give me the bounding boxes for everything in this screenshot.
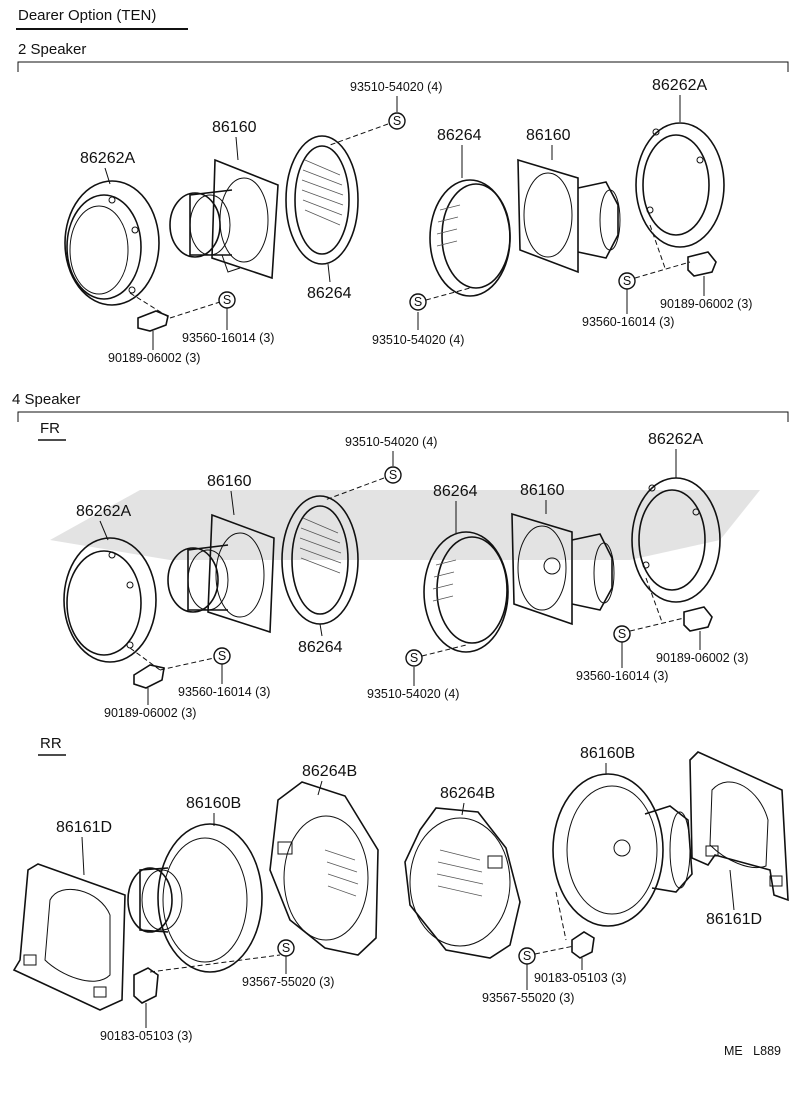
screw-symbol: S bbox=[414, 295, 422, 309]
part-label: 86264 bbox=[437, 127, 482, 144]
screw-icon: S bbox=[618, 272, 636, 290]
part-label: 90189-06002 (3) bbox=[104, 706, 196, 720]
part-label: 93510-54020 (4) bbox=[350, 80, 442, 94]
speaker-grille bbox=[285, 135, 359, 265]
part-label: 86160 bbox=[526, 127, 571, 144]
part-label: 86264B bbox=[302, 763, 357, 780]
mounting-nut bbox=[133, 967, 159, 1004]
section-bracket bbox=[17, 411, 789, 422]
part-label: 86161D bbox=[56, 819, 112, 836]
part-label: 86160 bbox=[212, 119, 257, 136]
part-label: 93560-16014 (3) bbox=[576, 669, 668, 683]
screw-symbol: S bbox=[618, 627, 626, 641]
part-label: 93560-16014 (3) bbox=[178, 685, 270, 699]
mounting-plate bbox=[689, 751, 789, 902]
screw-symbol: S bbox=[223, 293, 231, 307]
part-label: 86262A bbox=[652, 77, 707, 94]
mounting-nut bbox=[133, 664, 165, 689]
screw-symbol: S bbox=[623, 274, 631, 288]
speaker-unit bbox=[511, 512, 615, 626]
screw-icon: S bbox=[277, 939, 295, 957]
section-bracket bbox=[17, 61, 789, 72]
speaker-unit bbox=[127, 823, 263, 973]
part-label: 93510-54020 (4) bbox=[345, 435, 437, 449]
part-label: 90189-06002 (3) bbox=[108, 351, 200, 365]
part-label: 93567-55020 (3) bbox=[482, 991, 574, 1005]
mounting-nut bbox=[137, 310, 169, 332]
screw-icon: S bbox=[409, 293, 427, 311]
screw-symbol: S bbox=[389, 468, 397, 482]
part-label: 86160B bbox=[580, 745, 635, 762]
part-label: 86262A bbox=[648, 431, 703, 448]
subsection-rr: RR bbox=[40, 735, 62, 752]
mounting-plate bbox=[12, 863, 126, 1011]
part-label: 86264 bbox=[307, 285, 352, 302]
speaker-bracket bbox=[63, 537, 157, 663]
speaker-unit bbox=[169, 158, 279, 280]
part-label: 86264B bbox=[440, 785, 495, 802]
screw-icon: S bbox=[613, 625, 631, 643]
screw-symbol: S bbox=[410, 651, 418, 665]
screw-symbol: S bbox=[282, 941, 290, 955]
speaker-unit bbox=[552, 773, 693, 927]
section-two-speaker: 2 Speaker bbox=[18, 41, 86, 58]
part-label: 86160 bbox=[207, 473, 252, 490]
speaker-grille bbox=[429, 179, 511, 297]
part-label: 86264 bbox=[298, 639, 343, 656]
screw-symbol: S bbox=[393, 114, 401, 128]
screw-icon: S bbox=[384, 466, 402, 484]
page-title: Dearer Option (TEN) bbox=[18, 7, 156, 24]
part-label: 86160 bbox=[520, 482, 565, 499]
screw-symbol: S bbox=[218, 649, 226, 663]
part-label: 90189-06002 (3) bbox=[656, 651, 748, 665]
diagram-code: ME L889 bbox=[724, 1044, 781, 1058]
speaker-unit bbox=[167, 513, 275, 634]
part-label: 86160B bbox=[186, 795, 241, 812]
screw-icon: S bbox=[218, 291, 236, 309]
screw-icon: S bbox=[213, 647, 231, 665]
part-label: 93510-54020 (4) bbox=[367, 687, 459, 701]
subsection-fr: FR bbox=[40, 420, 60, 437]
mounting-nut bbox=[687, 251, 717, 277]
speaker-bracket bbox=[635, 122, 725, 248]
speaker-cover bbox=[269, 781, 379, 956]
watermark-logo bbox=[50, 490, 760, 560]
part-label: 93560-16014 (3) bbox=[582, 315, 674, 329]
part-label: 86264 bbox=[433, 483, 478, 500]
speaker-cover bbox=[404, 807, 521, 959]
part-label: 90183-05103 (3) bbox=[534, 971, 626, 985]
part-label: 93510-54020 (4) bbox=[372, 333, 464, 347]
screw-icon: S bbox=[518, 947, 536, 965]
mounting-nut bbox=[571, 931, 595, 959]
screw-icon: S bbox=[405, 649, 423, 667]
part-label: 90189-06002 (3) bbox=[660, 297, 752, 311]
mounting-nut bbox=[683, 606, 713, 632]
part-label: 86161D bbox=[706, 911, 762, 928]
speaker-bracket bbox=[64, 180, 160, 306]
speaker-grille bbox=[423, 531, 509, 653]
part-label: 86262A bbox=[76, 503, 131, 520]
part-label: 86262A bbox=[80, 150, 135, 167]
part-label: 93560-16014 (3) bbox=[182, 331, 274, 345]
part-label: 93567-55020 (3) bbox=[242, 975, 334, 989]
part-label: 90183-05103 (3) bbox=[100, 1029, 192, 1043]
screw-symbol: S bbox=[523, 949, 531, 963]
screw-icon: S bbox=[388, 112, 406, 130]
section-four-speaker: 4 Speaker bbox=[12, 391, 80, 408]
speaker-unit bbox=[517, 158, 621, 274]
